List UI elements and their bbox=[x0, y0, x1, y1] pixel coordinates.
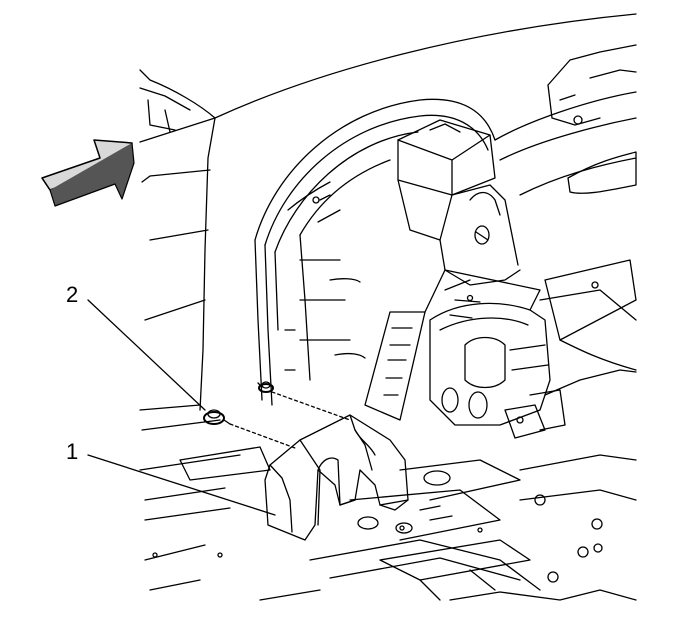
body-panel bbox=[364, 269, 541, 421]
floor-pan bbox=[139, 404, 637, 601]
suspension-bracket bbox=[429, 279, 637, 439]
callout-label-2: 2 bbox=[66, 282, 79, 307]
wheel-house bbox=[254, 98, 496, 406]
forward-arrow-icon bbox=[41, 139, 135, 207]
heat-shield bbox=[264, 414, 409, 541]
callout-label-1: 1 bbox=[66, 439, 79, 464]
vehicle-body bbox=[139, 13, 637, 561]
leader-lines bbox=[87, 299, 276, 516]
body-pillar bbox=[397, 119, 521, 286]
rear-structure bbox=[494, 44, 637, 371]
fastener bbox=[203, 381, 351, 449]
